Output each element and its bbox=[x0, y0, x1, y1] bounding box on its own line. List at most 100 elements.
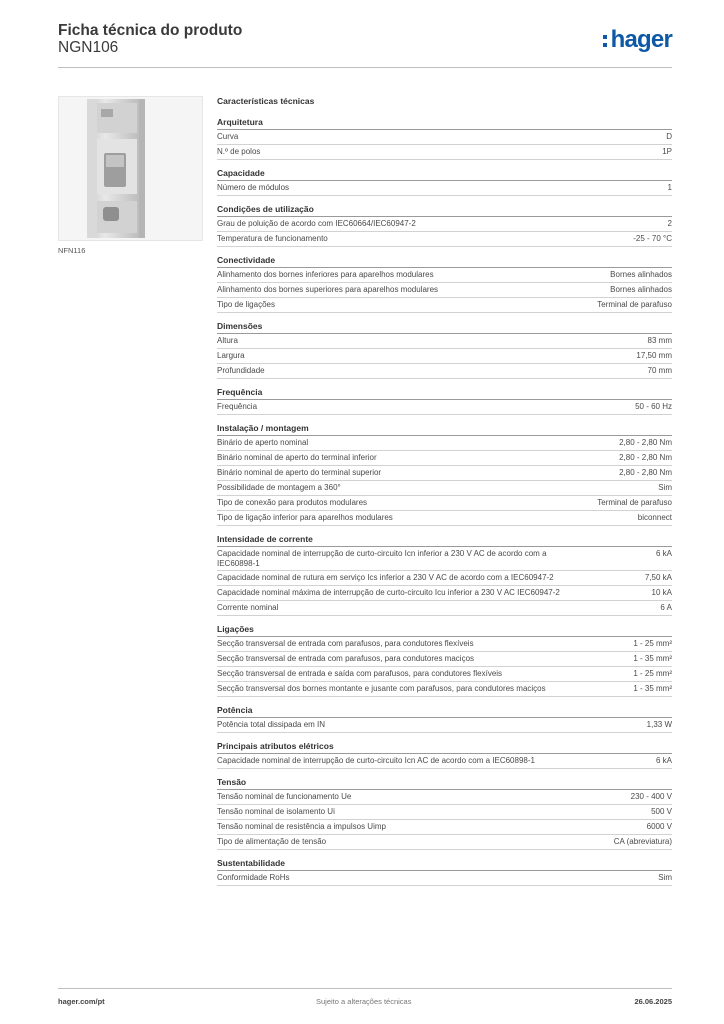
spec-label: Frequência bbox=[217, 402, 258, 411]
footer-date: 26.06.2025 bbox=[634, 997, 672, 1006]
spec-value: 6 kA bbox=[655, 549, 672, 558]
spec-value: 6 A bbox=[660, 603, 672, 613]
spec-section-title: Tensão bbox=[217, 776, 672, 791]
spec-section-title: Capacidade bbox=[217, 167, 672, 181]
spec-label: Alinhamento dos bornes inferiores para a… bbox=[217, 270, 434, 279]
spec-label: Binário de aperto nominal bbox=[217, 438, 309, 447]
spec-row: Secção transversal de entrada com parafu… bbox=[217, 652, 672, 668]
spec-label: Potência total dissipada em IN bbox=[217, 720, 326, 730]
product-image bbox=[58, 96, 203, 241]
spec-label: Tipo de alimentação de tensão bbox=[217, 837, 327, 847]
logo-wordmark: hager bbox=[610, 26, 673, 53]
spec-value: -25 - 70 °C bbox=[633, 234, 672, 243]
spec-label: Alinhamento dos bornes superiores para a… bbox=[217, 285, 439, 294]
spec-section-title: Dimensões bbox=[217, 320, 672, 334]
page-footer: hager.com/pt Sujeito a alterações técnic… bbox=[58, 997, 672, 1009]
spec-row: Frequência 50 - 60 Hz bbox=[217, 400, 672, 415]
spec-label: Capacidade nominal de rutura em serviço … bbox=[217, 573, 554, 583]
spec-value: 2,80 - 2,80 Nm bbox=[619, 468, 672, 477]
spec-section-title: Conectividade bbox=[217, 254, 672, 268]
spec-value: 1 - 35 mm² bbox=[633, 684, 672, 694]
spec-label: Conformidade RoHs bbox=[217, 873, 290, 883]
hager-logo[interactable]: hager bbox=[602, 26, 673, 54]
spec-label: Binário nominal de aperto do terminal su… bbox=[217, 468, 382, 477]
spec-value: Terminal de parafuso bbox=[597, 498, 672, 507]
spec-section-title: Instalação / montagem bbox=[217, 422, 672, 436]
spec-row: Potência total dissipada em IN 1,33 W bbox=[217, 718, 672, 734]
spec-label: Altura bbox=[217, 336, 238, 345]
spec-row: Secção transversal de entrada com parafu… bbox=[217, 637, 672, 653]
spec-value: Bornes alinhados bbox=[610, 285, 672, 294]
spec-value: 2 bbox=[667, 219, 672, 228]
spec-row: Capacidade nominal de rutura em serviço … bbox=[217, 571, 672, 587]
spec-row: Alinhamento dos bornes inferiores para a… bbox=[217, 268, 672, 283]
spec-section-title: Principais atributos elétricos bbox=[217, 740, 672, 755]
spec-section-title: Potência bbox=[217, 704, 672, 719]
spec-label: Secção transversal de entrada com parafu… bbox=[217, 654, 475, 664]
spec-value: Bornes alinhados bbox=[610, 270, 672, 279]
spec-section-title: Intensidade de corrente bbox=[217, 533, 672, 547]
spec-row: Altura 83 mm bbox=[217, 334, 672, 349]
circuit-breaker-product-photo-icon bbox=[87, 99, 145, 238]
spec-value: 1 - 35 mm² bbox=[633, 654, 672, 664]
spec-value: 1 bbox=[667, 183, 672, 192]
spec-label: Secção transversal de entrada e saída co… bbox=[217, 669, 503, 679]
footer-disclaimer: Sujeito a alterações técnicas bbox=[316, 997, 412, 1006]
spec-row: Capacidade nominal de interrupção de cur… bbox=[217, 547, 672, 572]
spec-value: 6 kA bbox=[655, 756, 672, 766]
spec-label: Secção transversal dos bornes montante e… bbox=[217, 684, 546, 694]
specifications-heading: Características técnicas bbox=[217, 96, 315, 106]
spec-label: Profundidade bbox=[217, 366, 265, 375]
spec-value: 83 mm bbox=[647, 336, 672, 345]
spec-label: Capacidade nominal de interrupção de cur… bbox=[217, 549, 547, 568]
footer-website-link[interactable]: hager.com/pt bbox=[58, 997, 105, 1006]
spec-row: Binário nominal de aperto do terminal in… bbox=[217, 451, 672, 466]
spec-section-title: Ligações bbox=[217, 623, 672, 638]
spec-value: 1 - 25 mm² bbox=[633, 639, 672, 649]
spec-value: 10 kA bbox=[651, 588, 672, 598]
spec-value: D bbox=[666, 132, 672, 141]
document-title: Ficha técnica do produto bbox=[58, 22, 243, 39]
spec-section-title: Frequência bbox=[217, 386, 672, 400]
spec-label: Capacidade nominal de interrupção de cur… bbox=[217, 756, 535, 766]
spec-row: Tensão nominal de resistência a impulsos… bbox=[217, 820, 672, 836]
spec-label: Possibilidade de montagem a 360° bbox=[217, 483, 341, 492]
spec-label: Capacidade nominal máxima de interrupção… bbox=[217, 588, 560, 598]
spec-value: 7,50 kA bbox=[644, 573, 672, 583]
spec-value: 1,33 W bbox=[646, 720, 672, 730]
spec-label: Secção transversal de entrada com parafu… bbox=[217, 639, 474, 649]
spec-row: N.º de polos 1P bbox=[217, 145, 672, 160]
spec-row: Grau de poluição de acordo com IEC60664/… bbox=[217, 217, 672, 232]
spec-value: 1P bbox=[662, 147, 672, 156]
spec-label: Grau de poluição de acordo com IEC60664/… bbox=[217, 219, 416, 228]
spec-row: Binário nominal de aperto do terminal su… bbox=[217, 466, 672, 481]
spec-section-title: Sustentabilidade bbox=[217, 857, 672, 872]
header-divider bbox=[58, 67, 672, 68]
spec-value: 2,80 - 2,80 Nm bbox=[619, 453, 672, 462]
spec-value: 50 - 60 Hz bbox=[635, 402, 672, 411]
spec-label: Tipo de conexão para produtos modulares bbox=[217, 498, 368, 507]
spec-value: Sim bbox=[658, 873, 672, 883]
spec-row: Secção transversal dos bornes montante e… bbox=[217, 682, 672, 698]
spec-label: N.º de polos bbox=[217, 147, 261, 156]
spec-label: Tensão nominal de resistência a impulsos… bbox=[217, 822, 386, 832]
